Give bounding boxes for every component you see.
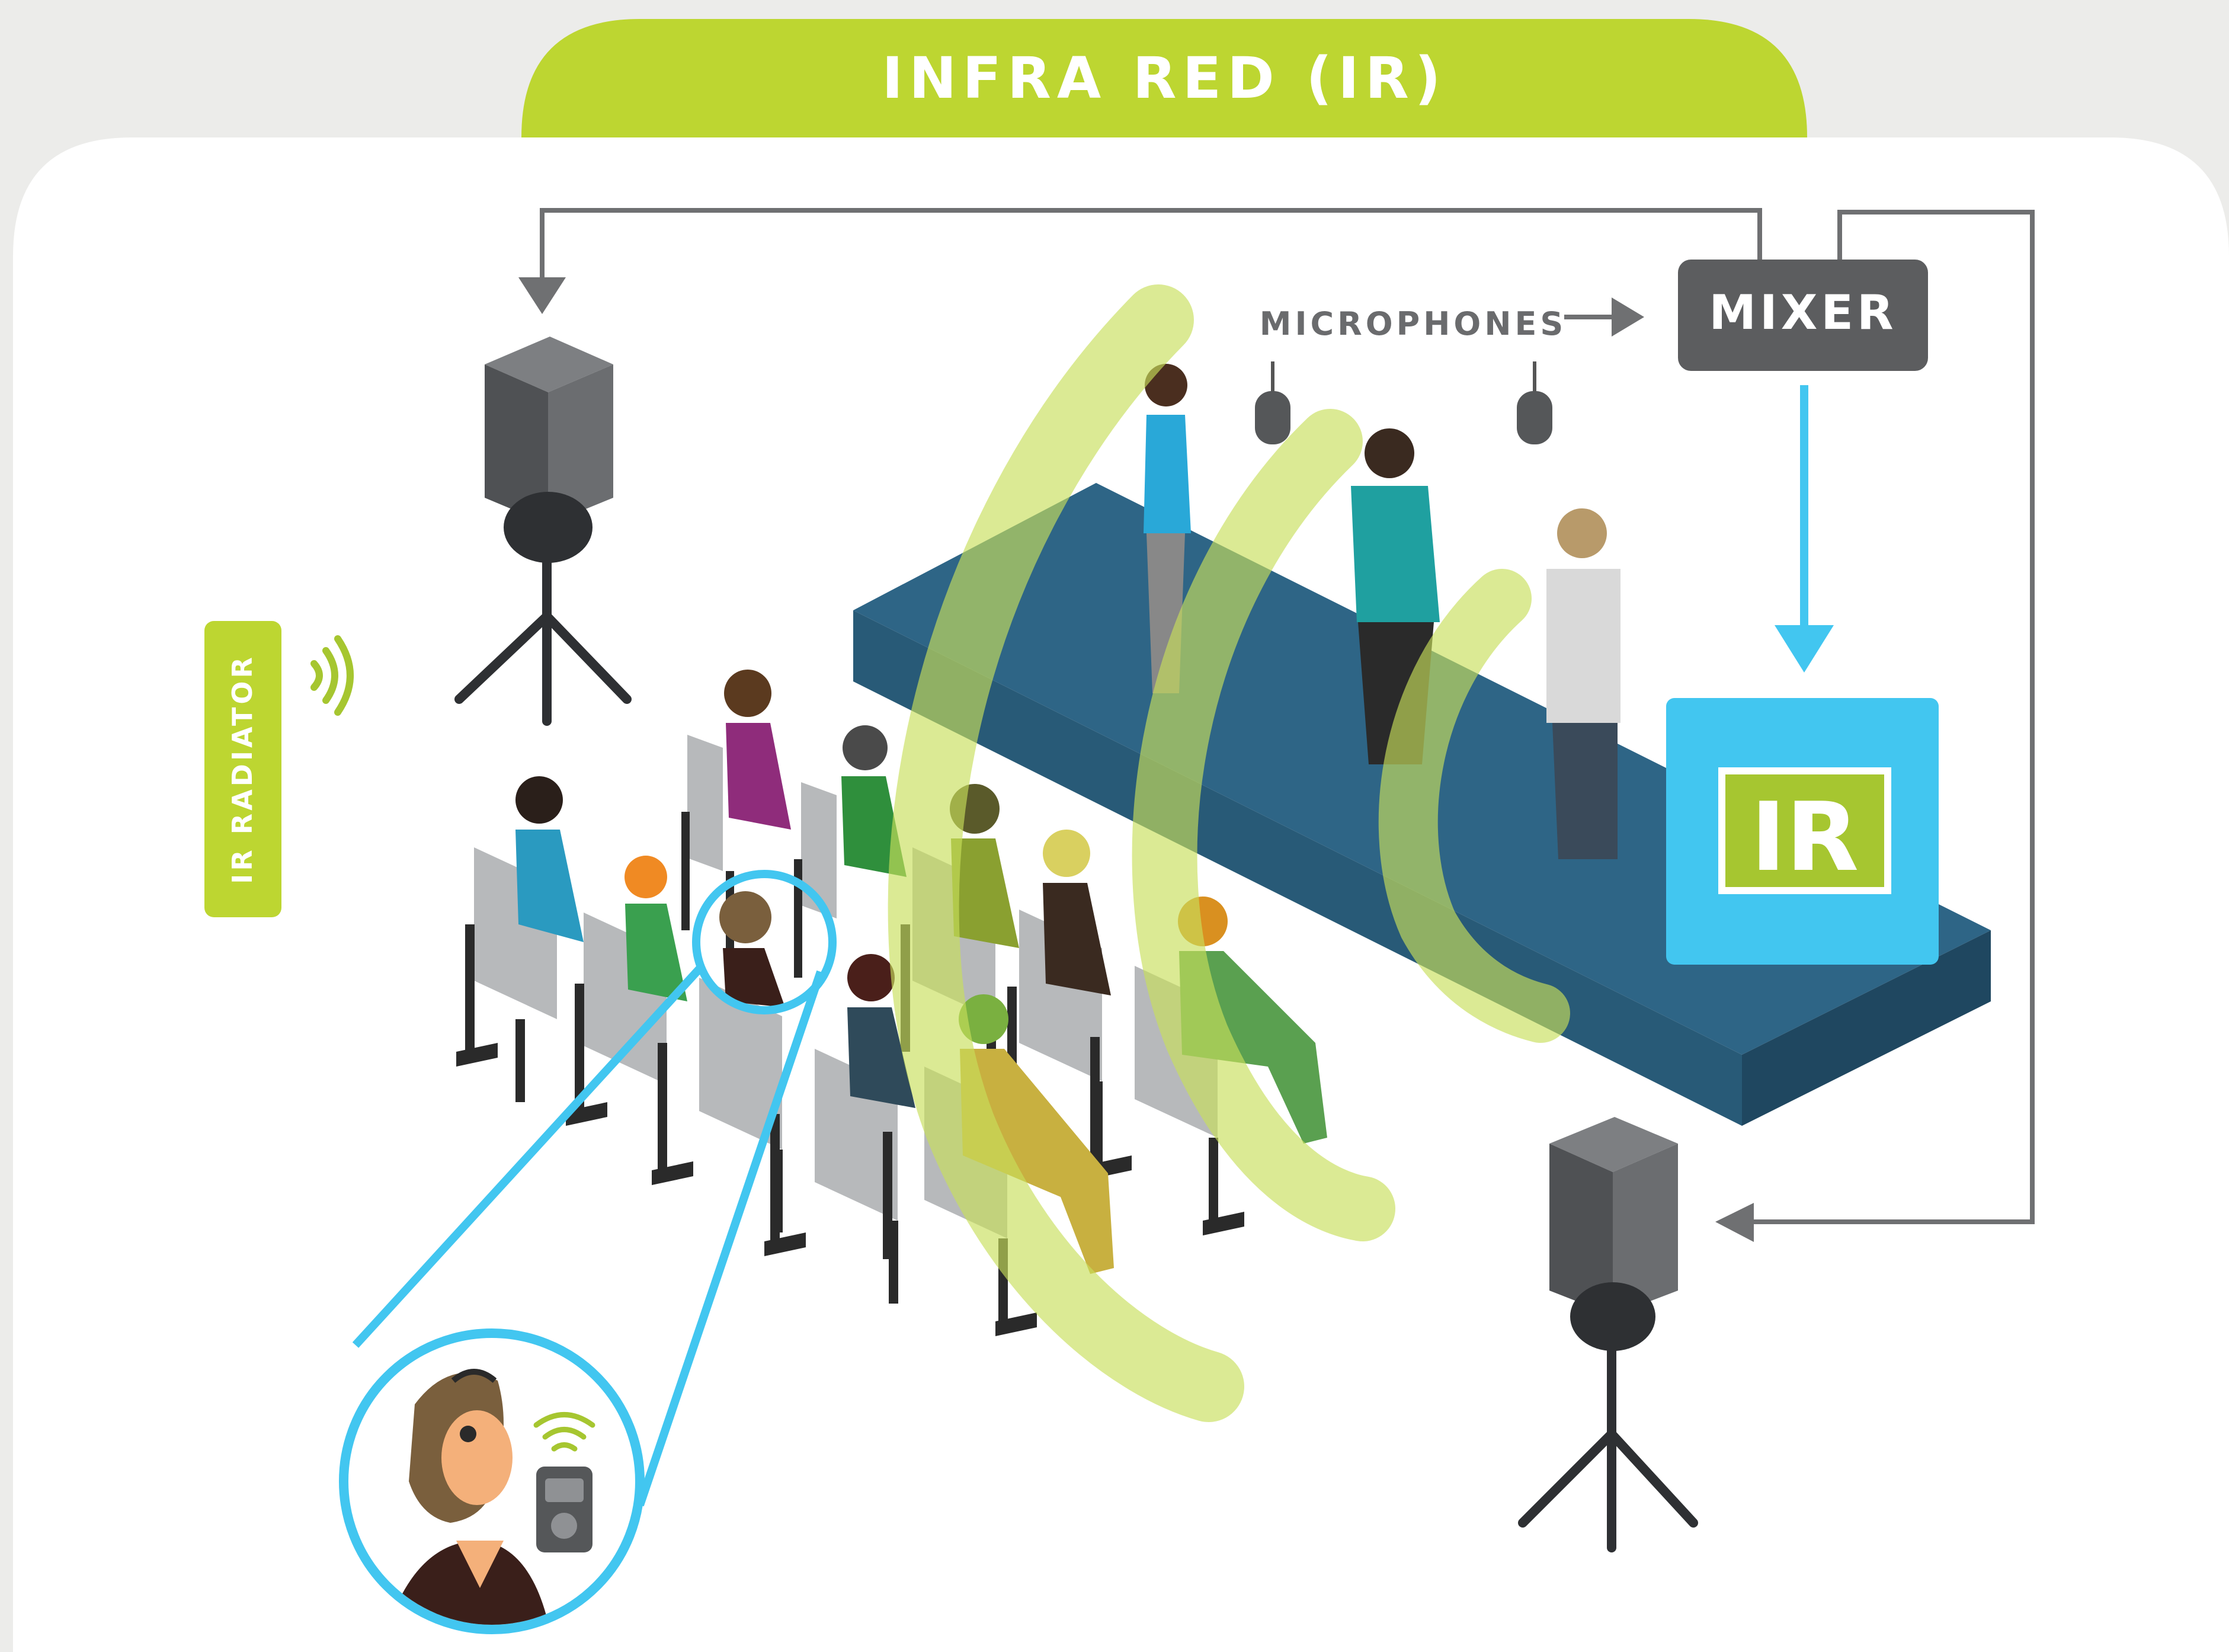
audience-member bbox=[515, 776, 584, 942]
zoom-detail bbox=[339, 1328, 645, 1634]
mixer-box bbox=[1678, 260, 1928, 371]
title-tab bbox=[521, 19, 1807, 137]
headphones-icon bbox=[451, 1369, 497, 1442]
ir-transmitter-icon bbox=[1666, 698, 1939, 965]
page-title: INFRA RED (IR) bbox=[882, 45, 1446, 111]
mixer-to-ir-arrow bbox=[1775, 385, 1834, 673]
microphone-icon bbox=[1255, 361, 1290, 444]
speaker-icon bbox=[454, 337, 632, 726]
seat bbox=[652, 978, 783, 1232]
microphone-icon bbox=[1517, 361, 1552, 444]
ir-radiator-label: IR RADIATOR bbox=[226, 654, 258, 884]
microphones-label: MICROPHONES bbox=[1260, 305, 1567, 342]
arrow-heads bbox=[518, 277, 1754, 1242]
audience-member bbox=[719, 891, 785, 1007]
mixer-label: MIXER bbox=[1709, 285, 1897, 340]
audience-member bbox=[959, 994, 1114, 1274]
audience-member bbox=[724, 670, 791, 830]
ir-waves bbox=[888, 284, 1570, 1422]
audience-member bbox=[1043, 830, 1111, 995]
ir-radiator-tag bbox=[204, 621, 281, 917]
zoom-lines bbox=[352, 963, 825, 1507]
audience-member bbox=[847, 954, 915, 1108]
presenter bbox=[1546, 508, 1620, 859]
audience-member bbox=[624, 856, 687, 1001]
ir-signal-icon bbox=[533, 1412, 595, 1452]
ir-box-label: IR bbox=[1751, 782, 1859, 892]
zoom-source-circle bbox=[692, 870, 837, 1014]
speaker-icon bbox=[1518, 1117, 1698, 1552]
receiver-device-icon bbox=[536, 1467, 593, 1552]
ir-signal-icon bbox=[310, 635, 354, 716]
signal-lines bbox=[540, 208, 2035, 1224]
